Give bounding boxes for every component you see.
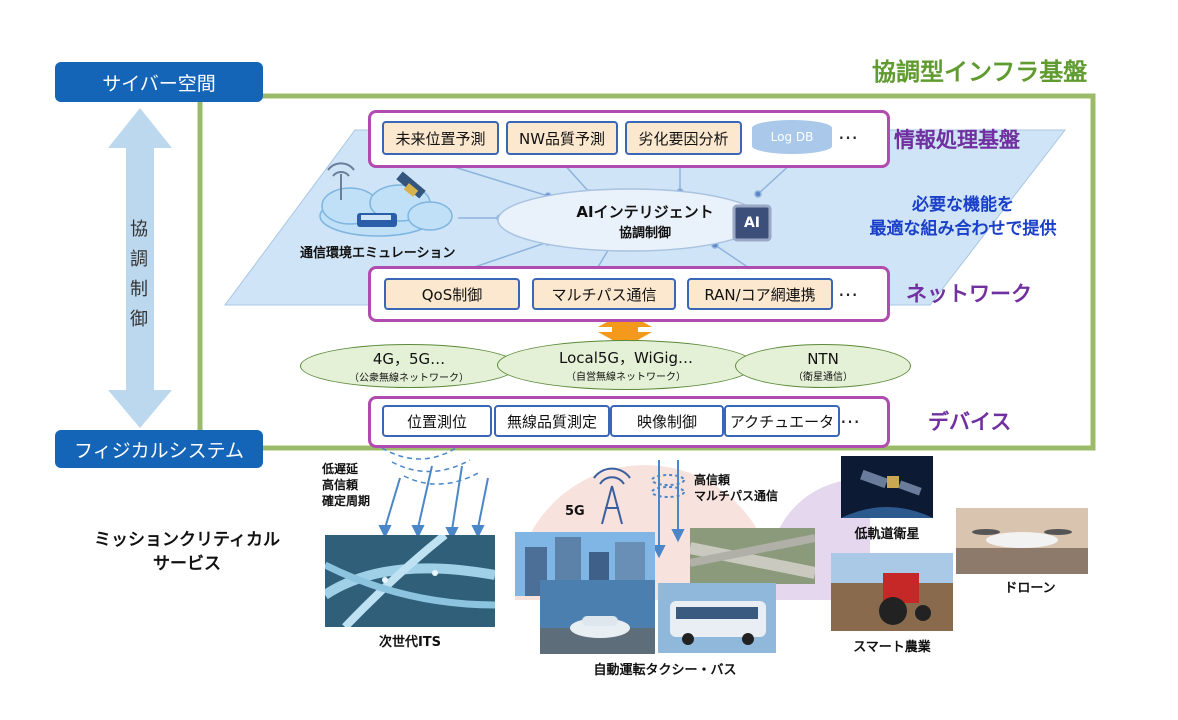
ran-core-link-chip: RAN/コア網連携 — [687, 278, 833, 310]
video-control-chip: 映像制御 — [610, 405, 724, 437]
private-wireless-ellipse: Local5G，WiGig… （自営無線ネットワーク） — [497, 340, 755, 390]
positioning-chip: 位置測位 — [382, 405, 492, 437]
satellite-photo — [841, 456, 933, 518]
its-caption: 次世代ITS — [378, 635, 442, 650]
highway-photo — [690, 528, 815, 584]
public-wireless-main: 4G，5G… — [372, 350, 446, 368]
network-more: … — [838, 277, 860, 301]
info-more: … — [838, 120, 860, 144]
multipath-arrows — [651, 460, 685, 559]
log-db-cylinder: Log DB — [752, 120, 832, 154]
cloud-antenna-icon — [327, 162, 355, 200]
private-wireless-sub: （自営無線ネットワーク） — [566, 372, 686, 383]
multipath-comm-chip: マルチパス通信 — [532, 278, 676, 310]
device-layer-title: デバイス — [928, 410, 1012, 434]
public-wireless-sub: （公衆無線ネットワーク） — [349, 373, 469, 384]
callout-line1: 必要な機能を — [912, 195, 1014, 215]
robotaxi-photo — [540, 580, 655, 654]
actuator-chip: アクチュエータ — [724, 405, 840, 437]
network-layer-title: ネットワーク — [906, 282, 1032, 306]
coordinated-control-label: 協調制御 — [130, 219, 148, 330]
future-position-prediction-chip: 未来位置予測 — [382, 121, 499, 155]
nw-quality-prediction-chip: NW品質予測 — [506, 121, 618, 155]
drone-photo — [956, 508, 1088, 574]
cyber-space-label: サイバー空間 — [55, 62, 263, 102]
platform-title: 協調型インフラ基盤 — [872, 58, 1088, 86]
private-wireless-main: Local5G，WiGig… — [558, 349, 694, 367]
multipath-note-reliability: 高信頼 — [694, 473, 731, 487]
satellite-comm-ellipse: NTN （衛星通信） — [735, 344, 911, 388]
ai-core-title: AIインテリジェント — [576, 203, 714, 221]
bus-photo — [658, 583, 776, 653]
services-title-line2: サービス — [153, 554, 221, 574]
its-arrows — [378, 465, 489, 541]
platform-frame — [197, 93, 1096, 451]
drone-caption: ドローン — [1004, 581, 1056, 596]
public-wireless-ellipse: 4G，5G… （公衆無線ネットワーク） — [300, 344, 518, 388]
control-double-arrow — [108, 108, 172, 428]
info-layer-title: 情報処理基盤 — [894, 128, 1020, 152]
its-note-period: 確定周期 — [322, 494, 371, 508]
taxi-bus-caption: 自動運転タクシー・バス — [593, 663, 737, 678]
ai-core-subtitle: 協調制御 — [618, 226, 671, 241]
multipath-note-comm: マルチパス通信 — [694, 489, 779, 503]
satellite-comm-main: NTN — [807, 349, 839, 368]
ai-chip-icon — [732, 204, 772, 242]
fiveg-label: 5G — [565, 504, 585, 519]
services-title-line1: ミッションクリティカル — [94, 530, 280, 550]
agriculture-caption: スマート農業 — [853, 640, 931, 655]
its-note-latency: 低遅延 — [322, 462, 359, 476]
callout-line2: 最適な組み合わせで提供 — [869, 219, 1057, 239]
physical-system-label: フィジカルシステム — [55, 430, 263, 468]
satellite-comm-sub: （衛星通信） — [793, 371, 853, 383]
fiveg-tower-icon — [593, 467, 631, 525]
its-photo — [325, 535, 495, 627]
satellite-caption: 低軌道衛星 — [854, 527, 920, 542]
qos-control-chip: QoS制御 — [384, 278, 520, 310]
device-more: … — [840, 404, 862, 428]
agriculture-photo — [831, 553, 953, 631]
radio-quality-chip: 無線品質測定 — [494, 405, 610, 437]
ai-chip-text: AI — [743, 215, 761, 231]
its-note-reliability: 高信頼 — [322, 478, 359, 492]
cloud-satellite-icon — [396, 171, 426, 199]
emulation-label: 通信環境エミュレーション — [300, 246, 456, 261]
degradation-analysis-chip: 劣化要因分析 — [625, 121, 742, 155]
